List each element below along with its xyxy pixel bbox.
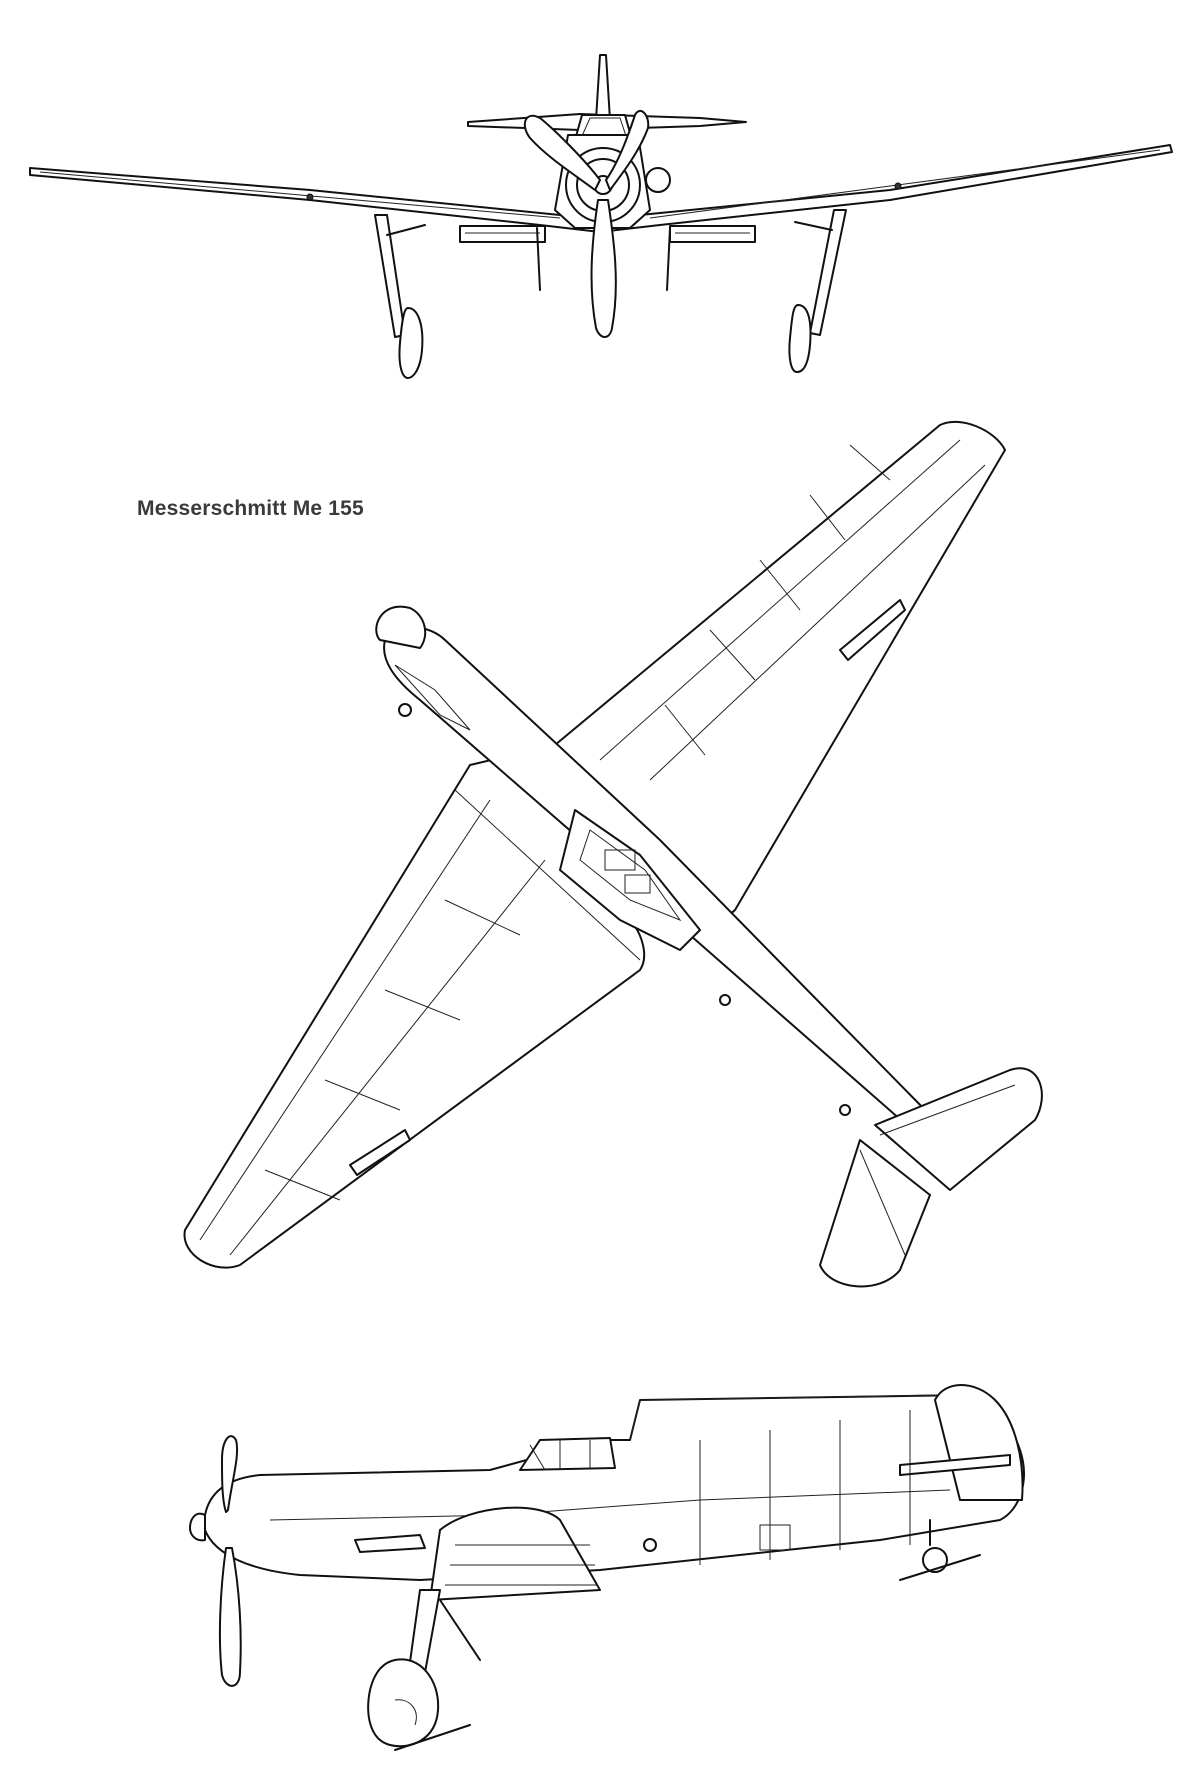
side-view (189, 1384, 1025, 1751)
front-view (29, 54, 1173, 379)
plan-view (183, 420, 1043, 1288)
drawing-title: Messerschmitt Me 155 (137, 497, 364, 520)
